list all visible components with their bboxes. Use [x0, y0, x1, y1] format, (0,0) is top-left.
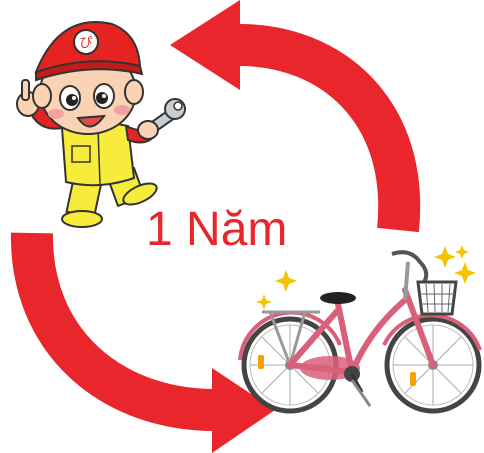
cycle-period-label: 1 Năm: [146, 202, 287, 258]
top-cycle-arrow: [170, 0, 399, 230]
mechanic-mascot-icon: ぴ: [17, 22, 185, 227]
bottom-cycle-arrow: [32, 233, 275, 453]
bicycle-icon: [240, 252, 480, 411]
svg-text:ぴ: ぴ: [79, 36, 92, 51]
